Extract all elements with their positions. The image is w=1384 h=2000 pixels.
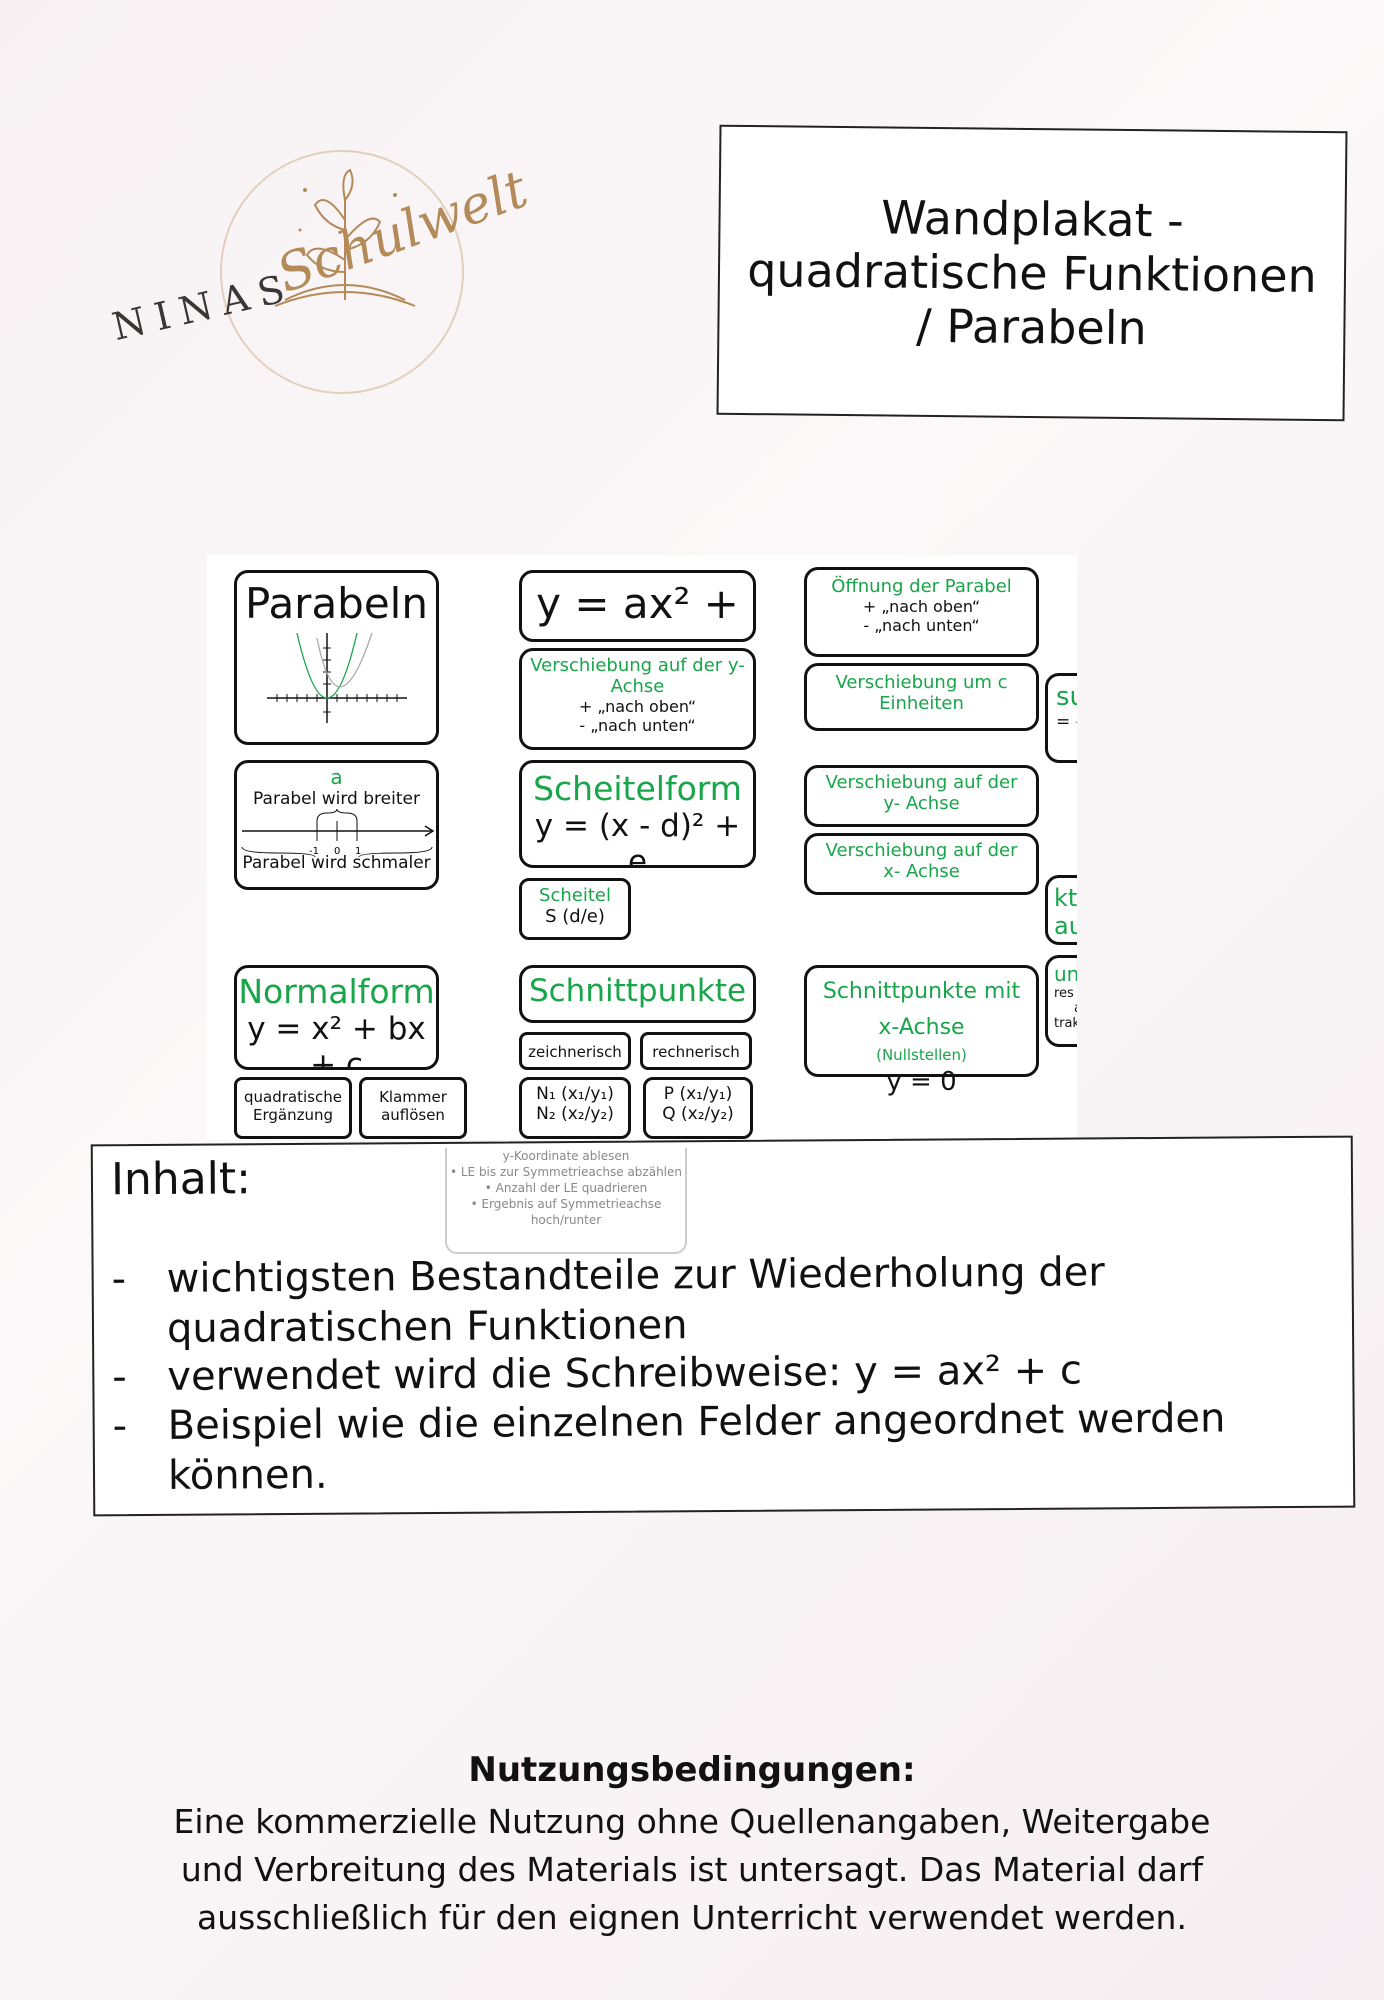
title-line-3: / Parabeln	[915, 298, 1147, 356]
inhalt-item-1-text: wichtigsten Bestandteile zur Wiederholun…	[166, 1249, 1105, 1352]
tick-one: 1	[355, 846, 361, 857]
card-loesungsformel: sungsformel = - b/2 ± √((b/2)² − c)	[1045, 673, 1077, 763]
scheitelform-formula: y = (x - d)² + e	[534, 808, 741, 868]
card-parabeln: Parabeln	[234, 570, 439, 745]
punkte-line-3: traktionsverfahren	[1054, 1016, 1077, 1031]
card-scheitelform: Scheitelform y = (x - d)² + e	[519, 760, 756, 868]
oeffnung-minus: - „nach unten“	[863, 616, 980, 635]
terms-text: Eine kommerzielle Nutzung ohne Quellenan…	[173, 1802, 1211, 1937]
loesungsformel-formula: = - b/2 ± √((b/2)² − c)	[1056, 712, 1077, 732]
n-point-1: N₁ (x₁/y₁)	[536, 1084, 614, 1104]
schnitt-x-sub: (Nullstellen)	[876, 1046, 967, 1064]
faded-line-1: y-Koordinate ablesen	[502, 1149, 630, 1163]
card-rechnerisch: rechnerisch	[640, 1032, 752, 1070]
inhalt-title: Inhalt:	[110, 1153, 252, 1206]
oeffnung-title: Öffnung der Parabel	[831, 576, 1012, 597]
card-pq-points: P (x₁/y₁) Q (x₂/y₂)	[643, 1077, 753, 1139]
faded-line-2: • LE bis zur Symmetrieachse abzählen	[449, 1165, 683, 1179]
card-verschiebung-y2: Verschiebung auf der y- Achse	[804, 765, 1039, 827]
title-line-2: quadratische Funktionen	[746, 243, 1317, 303]
punkte-line-1: res Gleichungssystem	[1054, 986, 1077, 1001]
card-n-points: N₁ (x₁/y₁) N₂ (x₂/y₂)	[519, 1077, 631, 1139]
inhalt-item-3-text: Beispiel wie die einzelnen Felder angeor…	[167, 1395, 1226, 1499]
pq-point-2: Q (x₂/y₂)	[662, 1104, 734, 1124]
punkte-line-2: aufstellen	[1054, 1001, 1077, 1016]
inhalt-item-1: -wichtigsten Bestandteile zur Wiederholu…	[111, 1247, 1167, 1354]
card-verschiebung-y: Verschiebung auf der y- Achse + „nach ob…	[519, 648, 756, 750]
card-normalform-title: Normalform	[238, 972, 435, 1011]
loesungsformel-title: sungsformel	[1056, 682, 1077, 712]
parabola-graph-icon	[266, 632, 407, 723]
oeffnung-plus: + „nach oben“	[862, 597, 981, 616]
logo-circle	[220, 150, 464, 394]
faded-line-3: • Anzahl der LE quadrieren	[484, 1181, 648, 1195]
card-scheitel: Scheitel S (d/e)	[519, 878, 631, 940]
schnitt-x-formula: y = 0	[886, 1067, 957, 1097]
logo-leaves-icon	[274, 168, 416, 307]
poster-preview: Parabeln a Parabel wird breiter -1 0 1	[207, 555, 1077, 1140]
inhalt-item-2-text: verwendet wird die Schreibweise: y = ax²…	[167, 1347, 1083, 1400]
scheitel-title: Scheitel	[539, 885, 611, 906]
punkte-title: unkte bekannt	[1054, 962, 1077, 986]
number-line-icon: -1 0 1	[241, 809, 435, 858]
card-schnittpunkte: Schnittpunkte	[519, 965, 756, 1023]
card-klammer: Klammer auflösen	[359, 1077, 467, 1139]
title-box: Wandplakat - quadratische Funktionen / P…	[716, 124, 1348, 422]
title-line-1: Wandplakat -	[881, 190, 1185, 248]
card-zeichnerisch: zeichnerisch	[519, 1032, 631, 1070]
faded-line-4: • Ergebnis auf Symmetrieachse hoch/runte…	[470, 1197, 662, 1227]
scheitelform-title: Scheitelform	[533, 769, 742, 808]
tick-minus-one: -1	[309, 846, 319, 857]
verschiebung-y-title: Verschiebung auf der y- Achse	[530, 655, 745, 697]
card-verschiebung-c: Verschiebung um c Einheiten	[804, 663, 1039, 731]
card-quad-erg: quadratische Ergänzung	[234, 1077, 352, 1139]
terms-heading: Nutzungsbedingungen:	[468, 1750, 916, 1790]
card-formula-main: y = ax² + c	[519, 570, 756, 642]
card-funktionsgleichung: ktionsgleichung aufstellen	[1045, 875, 1077, 945]
card-a: a Parabel wird breiter -1 0 1 Parabel wi…	[234, 760, 439, 890]
card-normalform: Normalform y = x² + bx + c	[234, 965, 439, 1070]
card-a-bottom: Parabel wird schmaler	[242, 853, 431, 873]
verschiebung-y-plus: + „nach oben“	[578, 697, 697, 716]
formula-main: y = ax² + c	[536, 579, 739, 639]
inhalt-box: Inhalt: -wichtigsten Bestandteile zur Wi…	[90, 1135, 1356, 1517]
card-schnitt-x: Schnittpunkte mit x-Achse (Nullstellen)	[804, 965, 1039, 1077]
card-a-top: Parabel wird breiter	[253, 789, 420, 809]
card-normalform-formula: y = x² + bx + c	[247, 1011, 426, 1070]
card-verschiebung-x: Verschiebung auf der x- Achse	[804, 833, 1039, 895]
card-a-title: a	[330, 765, 343, 789]
verschiebung-y-minus: - „nach unten“	[579, 716, 696, 735]
pq-point-1: P (x₁/y₁)	[663, 1084, 733, 1104]
n-point-2: N₂ (x₂/y₂)	[536, 1104, 614, 1124]
card-parabeln-title: Parabeln	[245, 579, 428, 628]
scheitel-value: S (d/e)	[545, 906, 605, 927]
card-punkte: unkte bekannt res Gleichungssystem aufst…	[1045, 955, 1077, 1047]
card-oeffnung: Öffnung der Parabel + „nach oben“ - „nac…	[804, 567, 1039, 657]
schnitt-x-title: Schnittpunkte mit x-Achse	[822, 979, 1021, 1040]
faded-card: y-Koordinate ablesen • LE bis zur Symmet…	[445, 1148, 687, 1254]
inhalt-item-3: -Beispiel wie die einzelnen Felder angeo…	[113, 1393, 1249, 1501]
tick-zero: 0	[334, 846, 340, 857]
